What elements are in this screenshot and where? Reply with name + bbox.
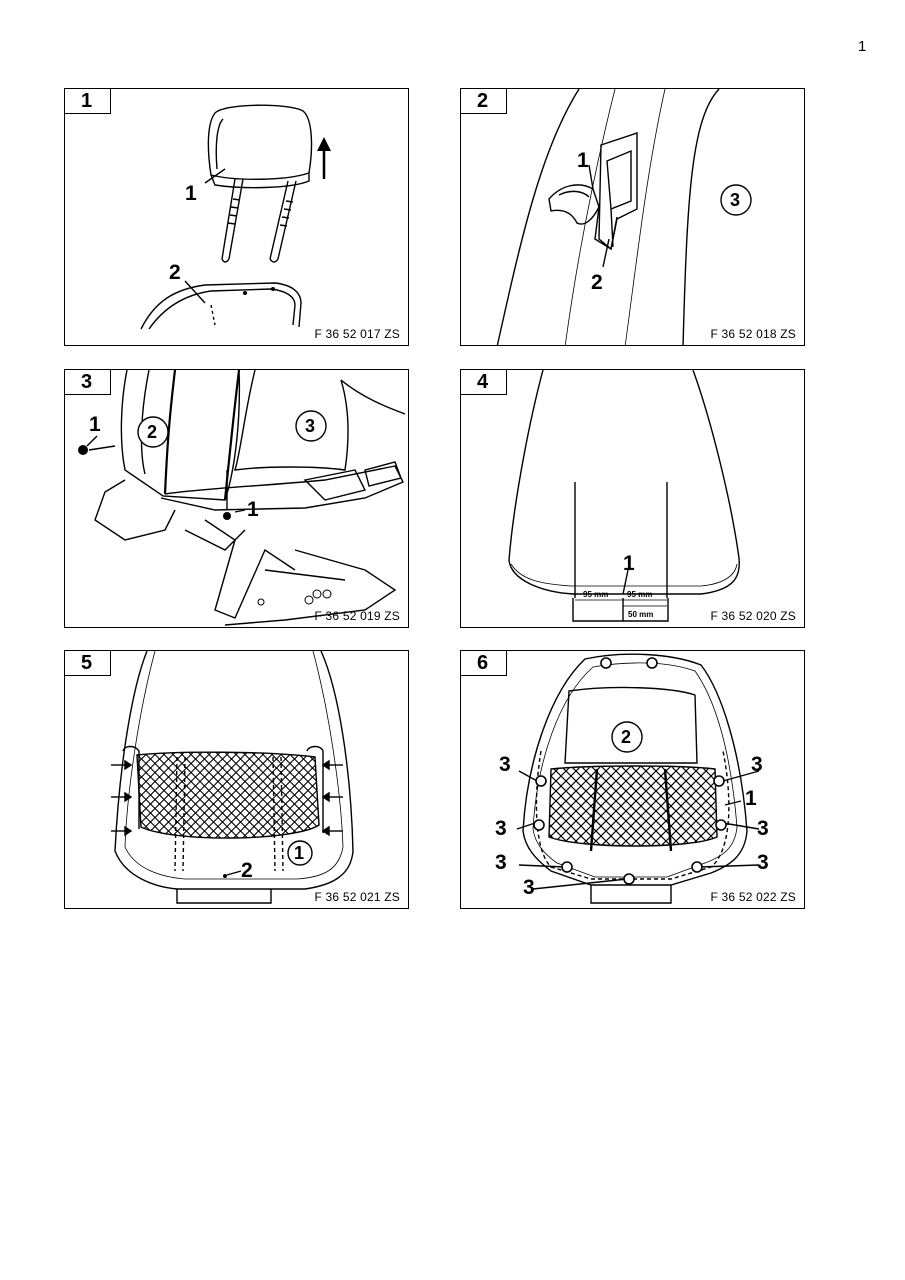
dimension-depth: 50 mm bbox=[628, 610, 653, 619]
cut-dimensions-illustration: 1 95 mm 95 mm 50 mm bbox=[508, 370, 740, 622]
callout-circle-3: 3 bbox=[305, 416, 315, 436]
figure-panel-1: 1 2 1 F 36 52 017 ZS bbox=[64, 88, 409, 346]
figure-code: F 36 52 020 ZS bbox=[710, 609, 796, 623]
figure-code: F 36 52 019 ZS bbox=[314, 609, 400, 623]
callout-2: 2 bbox=[591, 271, 603, 294]
clip-release-illustration: 1 2 3 bbox=[496, 89, 752, 345]
callout-1: 1 bbox=[577, 149, 589, 172]
callout-1-center: 1 bbox=[247, 498, 259, 521]
panel-number: 2 bbox=[461, 89, 507, 114]
callout-2: 2 bbox=[241, 859, 253, 882]
callout-circle-3: 3 bbox=[730, 190, 740, 210]
callout-3: 3 bbox=[751, 753, 763, 776]
dimension-right: 95 mm bbox=[627, 590, 652, 599]
callout-circle-2: 2 bbox=[621, 727, 631, 747]
callout-3: 3 bbox=[495, 817, 507, 840]
callout-1-left: 1 bbox=[89, 413, 101, 436]
figure-code: F 36 52 021 ZS bbox=[314, 890, 400, 904]
net-pocket-illustration: 1 2 bbox=[111, 651, 354, 904]
dimension-left: 95 mm bbox=[583, 590, 608, 599]
figure-panel-5: 1 2 5 F 36 52 021 ZS bbox=[64, 650, 409, 909]
net-pocket-screws-illustration: 2 1 3 3 3 3 3 3 3 bbox=[495, 653, 769, 904]
callout-2: 2 bbox=[169, 261, 181, 284]
figure-panel-6: 2 1 3 3 3 3 3 3 3 6 F 36 52 022 ZS bbox=[460, 650, 805, 909]
panel-number: 3 bbox=[65, 370, 111, 395]
panel-number: 4 bbox=[461, 370, 507, 395]
panel-number: 5 bbox=[65, 651, 111, 676]
panel-number: 1 bbox=[65, 89, 111, 114]
callout-circle-2: 2 bbox=[147, 422, 157, 442]
callout-3: 3 bbox=[499, 753, 511, 776]
callout-1: 1 bbox=[185, 182, 197, 205]
callout-3: 3 bbox=[523, 876, 535, 899]
figure-code: F 36 52 022 ZS bbox=[710, 890, 796, 904]
figure-panel-3: 1 2 3 1 3 F 36 52 019 ZS bbox=[64, 369, 409, 628]
callout-1: 1 bbox=[623, 552, 635, 575]
figure-panel-4: 1 95 mm 95 mm 50 mm 4 F 36 52 020 ZS bbox=[460, 369, 805, 628]
figure-code: F 36 52 017 ZS bbox=[314, 327, 400, 341]
figure-panel-2: 1 2 3 2 F 36 52 018 ZS bbox=[460, 88, 805, 346]
panel-number: 6 bbox=[461, 651, 507, 676]
callout-3: 3 bbox=[495, 851, 507, 874]
figure-code: F 36 52 018 ZS bbox=[710, 327, 796, 341]
callout-circle-1: 1 bbox=[294, 843, 304, 863]
page-number: 1 bbox=[858, 38, 867, 55]
callout-1: 1 bbox=[745, 787, 757, 810]
callout-3: 3 bbox=[757, 851, 769, 874]
headrest-removal-illustration: 1 2 bbox=[140, 104, 331, 330]
callout-3: 3 bbox=[757, 817, 769, 840]
backrest-panel-removal-illustration: 1 2 3 1 bbox=[78, 370, 406, 626]
